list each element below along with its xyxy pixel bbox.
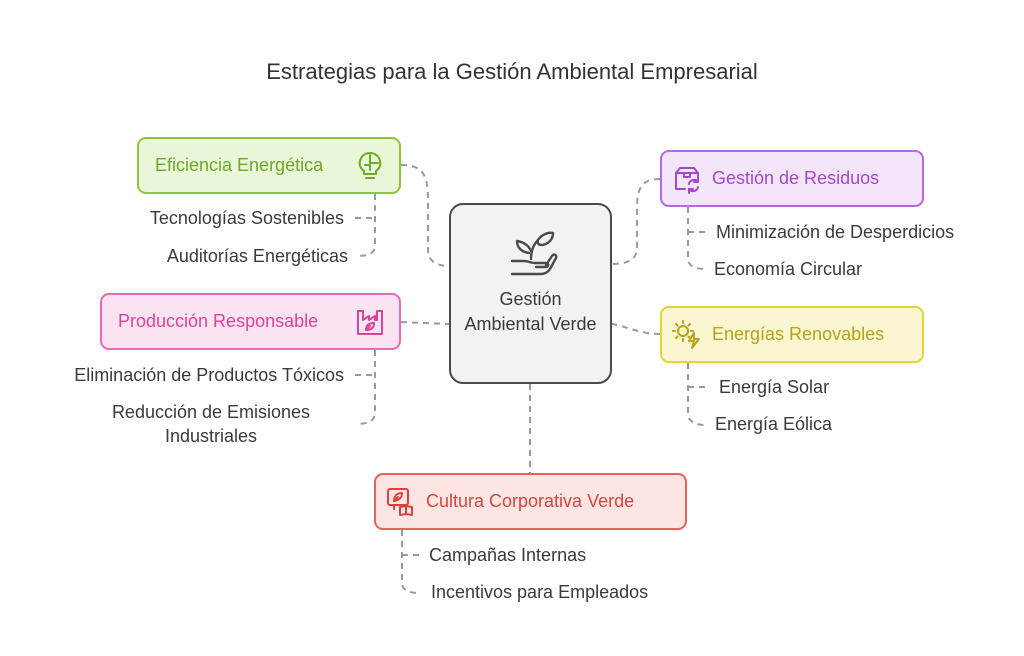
- diagram-title: Estrategias para la Gestión Ambiental Em…: [266, 59, 758, 84]
- connector-cultura-items: [401, 530, 421, 594]
- connector-renovables-items: [687, 363, 707, 426]
- leaf-campanas-internas: Campañas Internas: [429, 545, 587, 565]
- branch-label: Energías Renovables: [712, 324, 885, 344]
- leaf-economia-circular: Economía Circular: [714, 259, 863, 279]
- branch-cultura-corporativa-verde: Cultura Corporativa Verde: [374, 473, 687, 530]
- factory-leaf-icon: [357, 309, 383, 335]
- leaf-energia-solar: Energía Solar: [719, 377, 830, 397]
- leaf-eliminacion-productos-toxicos: Eliminación de Productos Tóxicos: [74, 365, 344, 385]
- lightbulb-pie-icon: [358, 151, 382, 179]
- connector-residuos-items: [687, 207, 707, 270]
- connector-produccion-items: [355, 350, 376, 425]
- leaf-reduccion-emisiones-industriales: Reducción de Emisiones Industriales: [111, 402, 311, 446]
- branch-label: Cultura Corporativa Verde: [426, 491, 635, 511]
- branch-label: Gestión de Residuos: [712, 168, 880, 188]
- connector-renovables: [611, 323, 661, 335]
- center-label: Gestión Ambiental Verde: [464, 289, 597, 334]
- branch-eficiencia-energetica: Eficiencia Energética: [137, 137, 401, 194]
- sprout-hand-icon: [510, 231, 557, 276]
- screen-leaf-book-icon: [387, 487, 413, 516]
- connector-eficiencia: [400, 164, 450, 267]
- branch-produccion-responsable: Producción Responsable: [100, 293, 401, 350]
- leaf-energia-eolica: Energía Eólica: [715, 414, 833, 434]
- branch-label: Producción Responsable: [118, 311, 319, 331]
- connector-eficiencia-items: [355, 194, 376, 257]
- branch-gestion-residuos: Gestión de Residuos: [660, 150, 924, 207]
- box-recycle-icon: [675, 166, 699, 194]
- branch-energias-renovables: Energías Renovables: [660, 306, 924, 363]
- connector-produccion: [400, 321, 450, 325]
- leaf-minimizacion-desperdicios: Minimización de Desperdicios: [716, 222, 955, 242]
- sun-bolt-icon: [672, 319, 700, 349]
- center-node: Gestión Ambiental Verde: [449, 203, 612, 384]
- leaf-tecnologias-sostenibles: Tecnologías Sostenibles: [149, 208, 344, 228]
- leaf-auditorias-energeticas: Auditorías Energéticas: [166, 246, 348, 266]
- branch-label: Eficiencia Energética: [155, 155, 324, 175]
- leaf-incentivos-empleados: Incentivos para Empleados: [431, 582, 649, 602]
- connector-residuos: [611, 178, 661, 265]
